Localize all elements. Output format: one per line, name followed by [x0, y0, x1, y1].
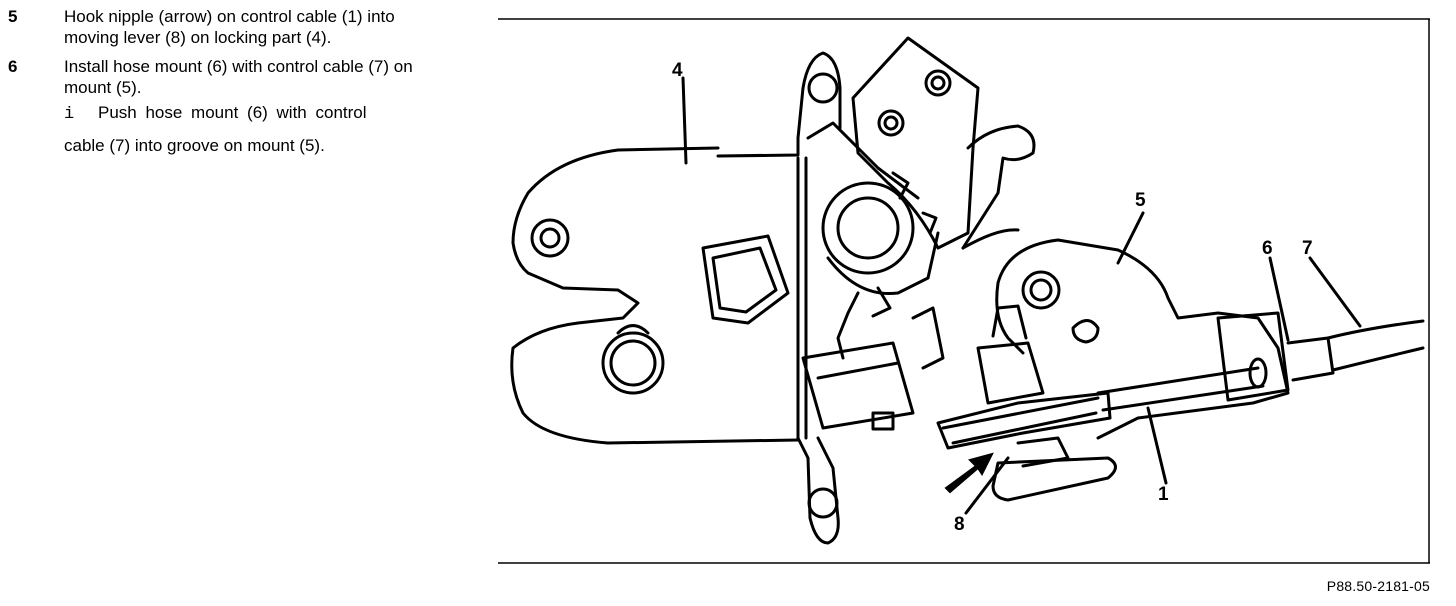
lever-foot	[991, 456, 1117, 502]
step-6: 6 Install hose mount (6) with control ca…	[8, 56, 428, 156]
plate-bolt	[530, 218, 570, 258]
callout-6: 6	[1262, 238, 1273, 259]
moving-lever	[936, 391, 1112, 450]
plate-window	[701, 234, 790, 325]
hood-lock-drawing: 4 5 6 7 1 8	[498, 18, 1430, 564]
leader-8	[964, 456, 1010, 515]
callout-8: 8	[954, 514, 965, 535]
step-number: 5	[8, 7, 18, 26]
figure-id: P88.50-2181-05	[1326, 578, 1430, 594]
leader-1	[1146, 406, 1168, 485]
lower-bracket	[796, 436, 840, 545]
info-note: i Push hose mount (6) with control cable …	[64, 102, 428, 156]
note-text-2: cable (7) into groove on mount (5).	[64, 136, 325, 155]
leader-5	[1116, 211, 1145, 265]
callout-5: 5	[1135, 190, 1146, 211]
locking-part-plate	[510, 146, 800, 445]
step-5: 5 Hook nipple (arrow) on control cable (…	[8, 6, 428, 48]
leader-7	[1308, 256, 1362, 328]
info-icon: i	[64, 105, 75, 124]
control-cable-inner	[1096, 366, 1260, 395]
hook-lever	[961, 124, 1036, 250]
note-line-1: i Push hose mount (6) with control	[64, 102, 428, 125]
leader-4	[681, 76, 688, 165]
callout-4: 4	[672, 60, 683, 81]
angled-bracket	[851, 36, 980, 250]
plate-hole	[601, 331, 665, 395]
mount-bolt	[1021, 270, 1061, 310]
step-text: Install hose mount (6) with control cabl…	[64, 57, 413, 97]
step-text: Hook nipple (arrow) on control cable (1)…	[64, 7, 395, 47]
step-number: 6	[8, 57, 18, 76]
callout-7: 7	[1302, 238, 1313, 259]
actuator-housing	[801, 341, 915, 430]
control-cable	[1326, 319, 1425, 340]
callout-1: 1	[1158, 484, 1169, 505]
central-pivot-outer	[821, 181, 915, 275]
central-pivot	[836, 196, 900, 260]
note-text-1: Push hose mount (6) with control	[98, 103, 367, 122]
technical-illustration: 4 5 6 7 1 8	[498, 18, 1430, 564]
upper-bracket	[796, 51, 842, 140]
leader-6	[1268, 256, 1290, 342]
instruction-steps: 5 Hook nipple (arrow) on control cable (…	[8, 6, 428, 164]
nipple-arrow	[944, 452, 994, 494]
